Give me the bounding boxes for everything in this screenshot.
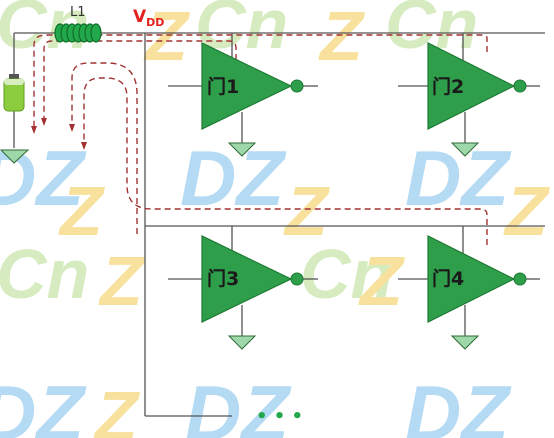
gate-1-output-bubble — [290, 79, 304, 93]
gate-1-triangle — [201, 42, 293, 130]
ground-icon-gate1 — [227, 142, 257, 157]
watermark-orange-4: Z — [283, 172, 330, 250]
gate-3-triangle — [201, 235, 293, 323]
ground-icon-gate4 — [450, 335, 480, 350]
inductor-l1: L1 — [54, 5, 102, 43]
gate-2: 门2 — [427, 42, 527, 130]
gate-4-triangle — [427, 235, 516, 323]
ground-symbols — [0, 142, 480, 350]
arrow-4 — [81, 142, 87, 150]
more-gates-ellipsis: • • • — [256, 406, 303, 427]
gate-3: 门3 — [201, 235, 304, 323]
gate-2-output-bubble — [513, 79, 527, 93]
watermark-orange-2: Z — [318, 0, 365, 75]
ground-icon-gate2 — [450, 142, 480, 157]
current-path-arrows — [31, 118, 87, 150]
current-path-gate1 — [43, 40, 237, 122]
ground-icon-battery — [0, 149, 30, 164]
gate-4-label: 门4 — [432, 267, 464, 290]
inductor-coil — [54, 23, 102, 43]
current-path-gate4 — [83, 77, 488, 245]
watermark-orange-6: Z — [98, 242, 145, 320]
current-path-gate2 — [33, 34, 488, 130]
gate-3-label: 门3 — [207, 267, 239, 290]
battery-icon — [3, 74, 25, 112]
watermark-green-4: Cn — [0, 235, 89, 313]
wiring — [13, 32, 545, 417]
watermark-green-5: Cn — [300, 235, 393, 313]
vdd-label-sub: DD — [146, 16, 164, 29]
gate-4: 门4 — [427, 235, 527, 323]
gate-4-output-bubble — [513, 272, 527, 286]
ground-icon-gate3 — [227, 335, 257, 350]
gate-3-output-bubble — [290, 272, 304, 286]
gate-2-label: 门2 — [432, 75, 464, 98]
watermark-orange-5: Z — [503, 172, 550, 250]
inductor-label: L1 — [70, 5, 86, 20]
watermark-blue-2: DZ — [180, 134, 287, 222]
gate-2-triangle — [427, 42, 516, 130]
watermark-blue-1: DZ — [0, 134, 87, 222]
gate-1: 门1 — [201, 42, 304, 130]
watermark-orange-3: Z — [58, 172, 105, 250]
watermark-blue-4: DZ — [0, 369, 87, 438]
vdd-label-main: V — [133, 7, 147, 27]
current-path-gate3 — [71, 62, 138, 234]
watermark-blue-6: DZ — [405, 369, 512, 438]
watermark-orange-1: Z — [143, 0, 190, 75]
watermark-orange-7: Z — [358, 242, 405, 320]
watermark-orange-8: Z — [93, 377, 140, 438]
gate-1-label: 门1 — [207, 75, 239, 98]
watermark-blue-5: DZ — [185, 369, 292, 438]
vdd-label: VDD — [133, 7, 164, 29]
current-paths — [33, 34, 488, 245]
arrow-3 — [69, 124, 75, 132]
arrow-1 — [31, 126, 37, 134]
arrow-2 — [41, 118, 47, 126]
